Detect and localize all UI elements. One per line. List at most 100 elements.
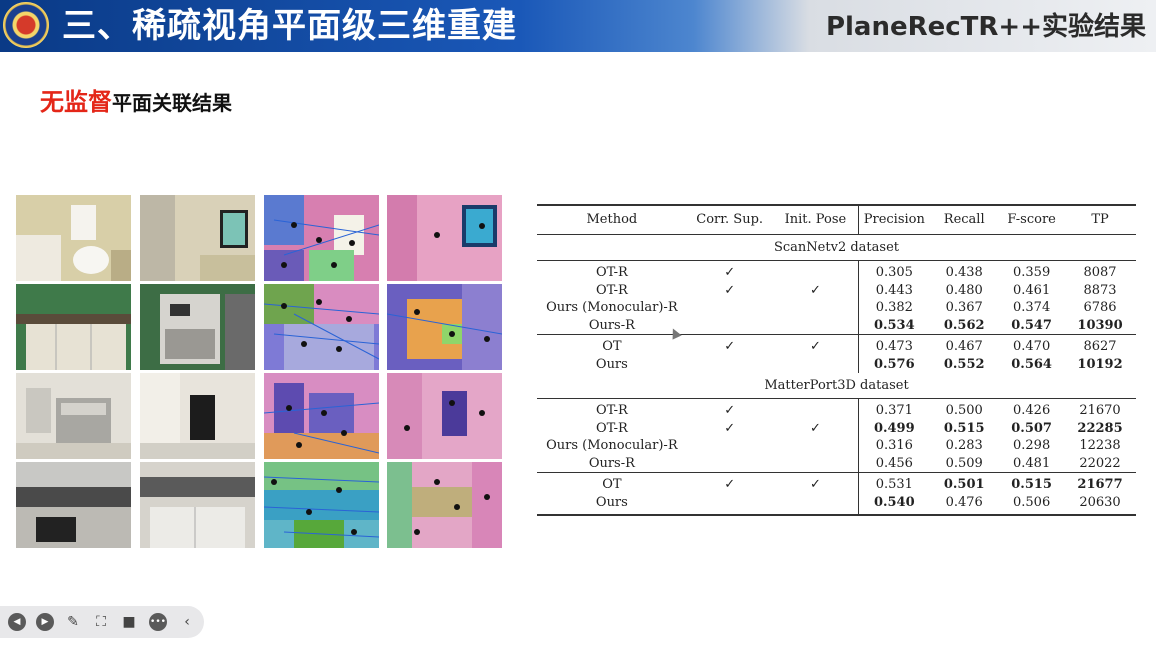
cell-precision: 0.576 (858, 355, 930, 373)
cell-init-pose (772, 260, 859, 282)
cell-fscore: 0.506 (999, 493, 1065, 516)
university-seal-icon (3, 2, 49, 48)
next-icon[interactable]: ▶ (36, 613, 54, 631)
cell-recall: 0.509 (945, 455, 983, 471)
cell-precision: 0.305 (858, 260, 930, 282)
cell-init-pose (773, 437, 859, 455)
cell-recall: 0.480 (945, 282, 983, 298)
plane-segmentation (264, 373, 379, 459)
plane-segmentation (264, 195, 379, 281)
cell-corr-sup: ✓ (686, 334, 773, 356)
scene-photo (140, 462, 255, 548)
cell-fscore: 0.426 (999, 398, 1065, 420)
cell-precision: 0.473 (858, 334, 930, 356)
cell-method: Ours (Monocular)-R (546, 300, 678, 315)
col-init-pose: Init. Pose (772, 204, 859, 235)
cell-corr-sup (687, 299, 773, 317)
scene-photo (16, 195, 131, 281)
cell-init-pose (773, 299, 859, 317)
col-tp: TP (1064, 204, 1136, 235)
cell-precision: 0.534 (858, 316, 930, 335)
section-row: MatterPort3D dataset (537, 373, 1136, 399)
cell-init-pose (772, 398, 859, 420)
cell-corr-sup: ✓ (724, 282, 736, 298)
cell-precision: 0.499 (858, 419, 930, 437)
cell-tp: 22285 (1077, 420, 1123, 436)
cell-tp: 8873 (1083, 282, 1117, 298)
cell-init-pose: ✓ (809, 282, 821, 298)
cell-corr-sup: ✓ (686, 398, 773, 420)
cell-recall: 0.500 (929, 398, 1000, 420)
pen-icon[interactable]: ✎ (67, 614, 79, 630)
cell-corr-sup (687, 437, 773, 455)
cell-tp: 22022 (1079, 455, 1121, 471)
cell-recall: 0.562 (943, 317, 985, 333)
col-method: Method (537, 204, 687, 235)
cell-tp: 10192 (1077, 356, 1123, 372)
cell-tp: 12238 (1079, 438, 1121, 453)
cell-precision: 0.531 (858, 472, 930, 494)
cell-method: OT-R (537, 398, 687, 420)
cell-corr-sup: ✓ (686, 260, 773, 282)
col-recall: Recall (929, 204, 1000, 235)
screenshot-icon[interactable]: ⛶ (96, 614, 106, 630)
cell-method: Ours (Monocular)-R (546, 438, 678, 453)
section-row: ScanNetv2 dataset (537, 234, 1136, 261)
cell-corr-sup (687, 356, 773, 374)
section-label: ScanNetv2 dataset (537, 234, 1136, 261)
cell-method: Ours-R (588, 317, 635, 333)
cell-fscore: 0.470 (999, 334, 1065, 356)
plane-segmentation (264, 462, 379, 548)
cell-method: Ours (595, 356, 628, 372)
cell-tp: 21670 (1064, 398, 1136, 420)
scene-photo (140, 373, 255, 459)
cell-tp: 10390 (1077, 317, 1123, 333)
plane-segmentation (387, 373, 502, 459)
cell-fscore: 0.515 (999, 472, 1065, 494)
plane-segmentation (387, 195, 502, 281)
cell-corr-sup (687, 317, 773, 335)
slide-subtitle: PlaneRecTR++实验结果 (825, 12, 1146, 42)
scene-photo (140, 284, 255, 370)
header-banner: 三、稀疏视角平面级三维重建 PlaneRecTR++实验结果 (0, 0, 1156, 52)
cell-init-pose: ✓ (772, 472, 859, 494)
plane-segmentation (387, 462, 502, 548)
collapse-icon[interactable]: ‹ (184, 614, 190, 630)
plane-segmentation (264, 284, 379, 370)
results-table: Method Corr. Sup. Init. Pose Precision R… (537, 204, 1136, 516)
cell-init-pose: ✓ (772, 334, 859, 356)
cell-method: OT (537, 472, 687, 494)
cell-method: OT-R (537, 260, 687, 282)
cell-tp: 8087 (1064, 260, 1136, 282)
cell-init-pose (772, 493, 859, 516)
scene-photo (140, 195, 255, 281)
cell-init-pose: ✓ (809, 420, 821, 436)
cell-recall: 0.552 (943, 356, 985, 372)
cell-precision: 0.316 (858, 437, 930, 455)
cell-precision: 0.371 (858, 398, 930, 420)
plane-association-figure (16, 195, 502, 550)
prev-icon[interactable]: ◀ (8, 613, 26, 631)
cell-init-pose (773, 356, 859, 374)
cell-tp: 20630 (1064, 493, 1136, 516)
camera-icon[interactable]: ■ (122, 614, 136, 630)
cell-recall: 0.476 (929, 493, 1000, 516)
cell-fscore: 0.374 (1013, 300, 1051, 315)
section-heading-rest: 平面关联结果 (112, 91, 232, 115)
cell-method: OT (537, 334, 687, 356)
plane-segmentation (387, 284, 502, 370)
col-precision: Precision (858, 204, 930, 235)
scene-photo (16, 284, 131, 370)
cell-method: Ours-R (588, 455, 635, 471)
more-icon[interactable]: ••• (149, 613, 167, 631)
cell-precision: 0.456 (858, 454, 930, 473)
cell-init-pose (773, 317, 859, 335)
table-header-row: Method Corr. Sup. Init. Pose Precision R… (537, 204, 1136, 235)
